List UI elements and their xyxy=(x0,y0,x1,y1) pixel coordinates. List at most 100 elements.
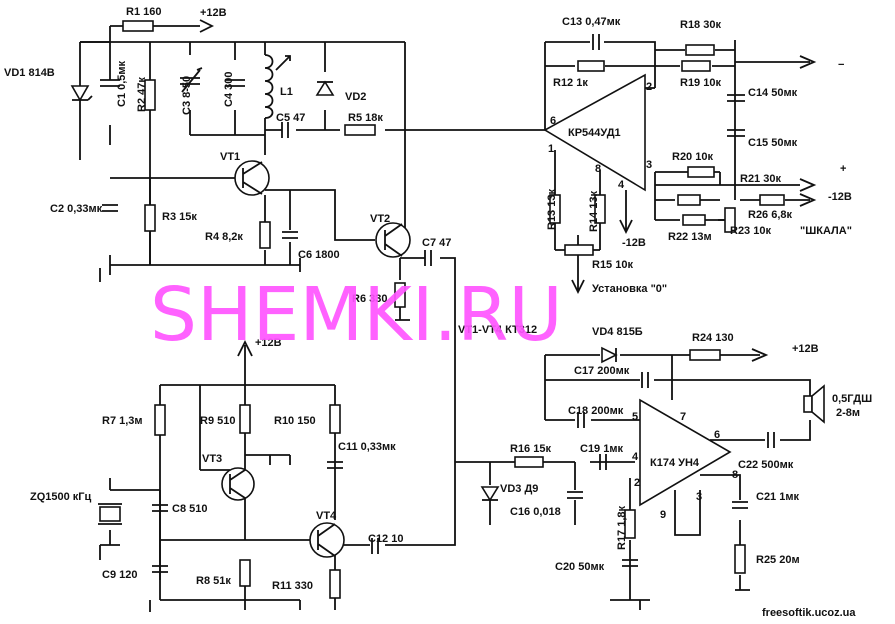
label-apin7: 7 xyxy=(680,411,686,423)
label-r21: R21 30к xyxy=(740,173,781,185)
c9-capacitor xyxy=(152,565,168,573)
label-minus12: -12В xyxy=(828,191,852,203)
r19-resistor xyxy=(681,60,711,72)
label-vd4: VD4 815Б xyxy=(592,326,643,338)
component-labels: R1 160 +12В VD1 814В C1 0,5мк R2 47к C3 … xyxy=(4,6,872,592)
c5-capacitor xyxy=(281,122,289,138)
opamp-kr544ud1 xyxy=(543,73,646,192)
label-r12: R12 1к xyxy=(553,77,588,89)
label-plus: + xyxy=(840,163,846,175)
label-c5: C5 47 xyxy=(276,112,305,124)
r12-resistor xyxy=(577,60,605,72)
vd1-zener xyxy=(70,85,93,102)
vd3-diode xyxy=(480,486,500,502)
label-apin8: 8 xyxy=(732,469,738,481)
label-vd3: VD3 Д9 xyxy=(500,483,538,495)
label-c21: C21 1мк xyxy=(756,491,799,503)
c12-capacitor xyxy=(371,538,379,554)
site-label: freesoftik.ucoz.ua xyxy=(762,607,856,619)
label-c20: C20 50мк xyxy=(555,561,605,573)
label-r24: R24 130 xyxy=(692,332,734,344)
c17-capacitor xyxy=(641,372,649,388)
label-r17: R17 1,8к xyxy=(616,505,628,550)
c19-capacitor xyxy=(599,454,607,470)
speaker-icon xyxy=(803,384,825,424)
label-c19: C19 1мк xyxy=(580,443,623,455)
label-minus12b: -12В xyxy=(622,237,646,249)
label-r6: R6 330 xyxy=(352,293,387,305)
ground-symbols xyxy=(99,258,750,610)
label-r2: R2 47к xyxy=(136,77,148,112)
label-c1: C1 0,5мк xyxy=(116,60,128,107)
label-c14: C14 50мк xyxy=(748,87,798,99)
r7-resistor xyxy=(154,404,166,436)
label-vt3: VT3 xyxy=(202,453,222,465)
label-c11: C11 0,33мк xyxy=(338,441,396,453)
r13-resistor xyxy=(549,194,561,224)
label-c17: C17 200мк xyxy=(574,365,630,377)
label-opamp: КР544УД1 xyxy=(568,127,621,139)
label-apin6: 6 xyxy=(714,429,720,441)
label-r25: R25 20м xyxy=(756,554,800,566)
label-vd1: VD1 814В xyxy=(4,67,55,79)
r10-resistor xyxy=(329,404,341,434)
label-pin1: 1 xyxy=(548,143,554,155)
label-r3: R3 15к xyxy=(162,211,197,223)
label-r5: R5 18к xyxy=(348,112,383,124)
label-c7: C7 47 xyxy=(422,237,451,249)
c11-capacitor xyxy=(327,461,343,469)
r1-resistor xyxy=(122,20,154,32)
label-vt-type: VT1-VT4 КТ312 xyxy=(458,324,537,336)
label-c8: C8 510 xyxy=(172,503,207,515)
label-v12-mid: +12В xyxy=(255,337,282,349)
label-c13: C13 0,47мк xyxy=(562,16,621,28)
label-zq1: ZQ1500 кГц xyxy=(30,491,92,503)
c16-capacitor xyxy=(567,491,583,499)
label-r19: R19 10к xyxy=(680,77,721,89)
label-v12-right: +12В xyxy=(792,343,819,355)
label-r7: R7 1,3м xyxy=(102,415,143,427)
label-vt2: VT2 xyxy=(370,213,390,225)
label-vd2: VD2 xyxy=(345,91,366,103)
vt2-transistor xyxy=(375,222,411,258)
vd4-zener xyxy=(601,346,618,364)
label-r10: R10 150 xyxy=(274,415,316,427)
r5-resistor xyxy=(344,124,376,136)
c2-capacitor xyxy=(102,204,118,212)
vd2-diode xyxy=(315,80,335,96)
label-v12-top: +12В xyxy=(200,7,227,19)
label-apin3: 3 xyxy=(696,491,702,503)
label-amp: К174 УН4 xyxy=(650,457,700,469)
label-r15: R15 10к xyxy=(592,259,633,271)
label-apin2: 2 xyxy=(634,477,640,489)
label-r8: R8 51к xyxy=(196,575,231,587)
label-pin4: 4 xyxy=(618,179,625,191)
c22-capacitor xyxy=(767,432,775,448)
watermark: SHEMKI.RU xyxy=(150,272,563,358)
label-r20: R20 10к xyxy=(672,151,713,163)
label-c6: C6 1800 xyxy=(298,249,340,261)
r14-resistor xyxy=(594,194,606,224)
label-r26: R26 6,8к xyxy=(748,209,793,221)
label-r1: R1 160 xyxy=(126,6,161,18)
label-r16: R16 15к xyxy=(510,443,551,455)
label-c9: C9 120 xyxy=(102,569,137,581)
c7-capacitor xyxy=(424,250,432,266)
label-r9: R9 510 xyxy=(200,415,235,427)
r21-resistor xyxy=(677,194,701,206)
label-pin2: 2 xyxy=(646,81,652,93)
label-r22: R22 13м xyxy=(668,231,712,243)
label-minus: − xyxy=(838,59,844,71)
vt4-transistor xyxy=(309,522,345,558)
c4-capacitor xyxy=(225,79,245,87)
r3-resistor xyxy=(144,204,156,232)
r22-resistor xyxy=(682,214,706,226)
label-r14: R14 13к xyxy=(588,191,600,232)
c3-trimmer xyxy=(180,67,203,93)
label-vt4: VT4 xyxy=(316,510,337,522)
label-spk: 0,5ГДШ xyxy=(832,393,872,405)
zq1-crystal xyxy=(98,503,122,525)
label-l1: L1 xyxy=(280,86,293,98)
label-zero: Установка "0" xyxy=(592,283,667,295)
